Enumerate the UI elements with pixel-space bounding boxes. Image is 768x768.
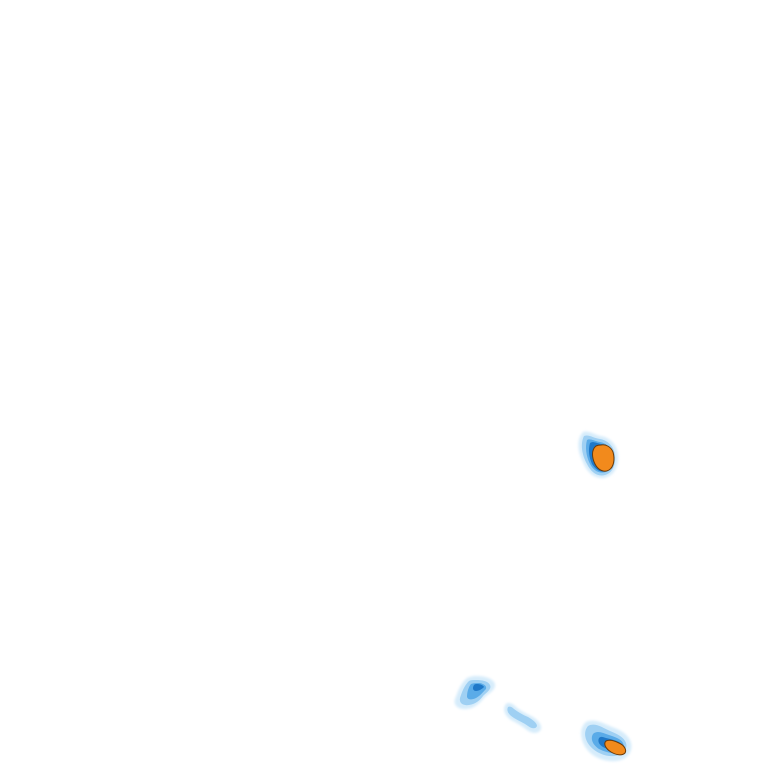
cell-southeast-core — [604, 739, 627, 756]
cell-southeast — [581, 720, 632, 762]
cell-east — [578, 431, 619, 479]
cell-south-streak — [504, 702, 542, 733]
cell-southwest — [454, 676, 496, 710]
cell-south-streak-light — [507, 706, 537, 729]
cell-east-core — [592, 444, 615, 472]
cell-southwest-heavy — [472, 684, 484, 691]
